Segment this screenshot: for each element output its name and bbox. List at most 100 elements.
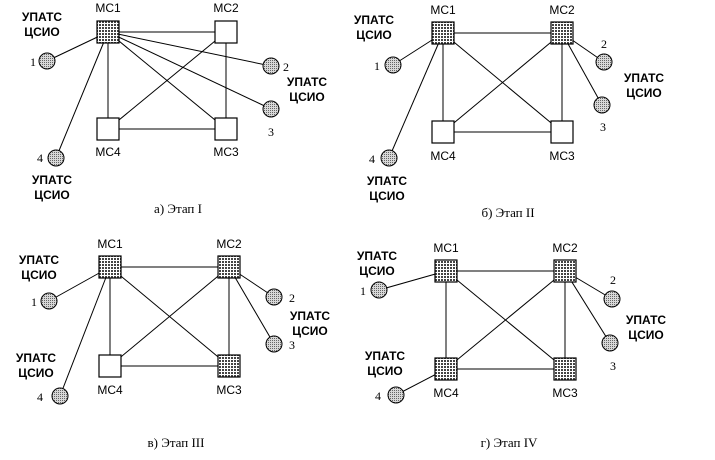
stage-caption: б) Этап II (481, 205, 534, 220)
ms4-node (431, 120, 455, 144)
ms4-label: МС4 (97, 383, 123, 397)
ms1-label: МС1 (433, 241, 459, 255)
ms1-label: МС1 (95, 1, 121, 15)
ms2-label: МС2 (549, 3, 575, 17)
ms2-label: МС2 (552, 241, 578, 255)
stage-caption: в) Этап III (148, 435, 205, 450)
terminal-1 (38, 52, 56, 70)
link-ms2-t3 (228, 266, 275, 345)
ms2-node (550, 21, 574, 45)
ms4-node (434, 357, 458, 381)
terminal-number-1: 1 (374, 59, 380, 73)
csio-label: ЦСИО (369, 189, 404, 203)
terminal-1 (40, 292, 58, 310)
csio-label: ЦСИО (359, 264, 394, 278)
link-ms1-t4 (59, 266, 111, 397)
terminal-1 (384, 56, 402, 74)
upats-label: УПАТС (32, 173, 72, 187)
link-ms2-t3 (564, 270, 611, 344)
terminal-number-3: 3 (610, 359, 616, 373)
csio-label: ЦСИО (18, 366, 53, 380)
link-ms1-t2 (107, 31, 272, 67)
csio-label: ЦСИО (34, 188, 69, 202)
link-ms1-t4 (55, 31, 109, 159)
ms1-label: МС1 (97, 237, 123, 251)
ms1-label: МС1 (430, 3, 456, 17)
terminal-number-2: 2 (601, 37, 607, 51)
upats-label: УПАТС (22, 10, 62, 24)
terminal-number-3: 3 (600, 120, 606, 134)
csio-label: ЦСИО (356, 28, 391, 42)
link-ms1-t3 (107, 31, 272, 110)
csio-label: ЦСИО (628, 328, 663, 342)
csio-label: ЦСИО (367, 364, 402, 378)
ms2-node (553, 259, 577, 283)
link-ms2-ms4 (445, 270, 566, 370)
link-ms2-ms4 (107, 31, 227, 130)
ms4-label: МС4 (430, 149, 456, 163)
ms3-label: МС3 (552, 386, 578, 400)
ms1-node (434, 259, 458, 283)
csio-label: ЦСИО (21, 268, 56, 282)
terminal-number-4: 4 (369, 152, 375, 166)
upats-label: УПАТС (367, 174, 407, 188)
ms2-label: МС2 (213, 1, 239, 15)
upats-label: УПАТС (287, 75, 327, 89)
link-ms1-t4 (388, 32, 444, 159)
terminal-2 (265, 288, 283, 306)
terminal-number-1: 1 (360, 284, 366, 298)
ms2-label: МС2 (216, 237, 242, 251)
terminal-4 (47, 149, 65, 167)
terminal-2 (262, 57, 280, 75)
terminal-1 (370, 281, 388, 299)
ms4-node (98, 354, 122, 378)
link-ms2-ms4 (109, 266, 230, 367)
terminal-3 (601, 334, 619, 352)
ms2-node (214, 20, 238, 44)
terminal-3 (262, 100, 280, 118)
ms2-node (217, 255, 241, 279)
ms3-node (550, 120, 574, 144)
upats-label: УПАТС (626, 313, 666, 327)
ms1-node (98, 255, 122, 279)
ms1-node (96, 20, 120, 44)
ms3-label: МС3 (213, 145, 239, 159)
terminal-3 (593, 96, 611, 114)
stage-caption: а) Этап I (154, 201, 202, 216)
ms3-label: МС3 (216, 383, 242, 397)
ms3-node (217, 354, 241, 378)
ms4-label: МС4 (433, 386, 459, 400)
ms1-node (431, 21, 455, 45)
csio-label: ЦСИО (626, 86, 661, 100)
upats-label: УПАТС (354, 13, 394, 27)
terminal-number-2: 2 (283, 60, 289, 74)
stage-caption: г) Этап IV (481, 435, 538, 450)
terminal-4 (387, 386, 405, 404)
terminal-number-4: 4 (37, 390, 43, 404)
ms4-node (96, 117, 120, 141)
terminal-number-1: 1 (30, 55, 36, 69)
terminal-number-3: 3 (289, 338, 295, 352)
csio-label: ЦСИО (24, 25, 59, 39)
terminal-number-2: 2 (289, 291, 295, 305)
terminal-4 (380, 149, 398, 167)
upats-label: УПАТС (16, 351, 56, 365)
upats-label: УПАТС (357, 249, 397, 263)
upats-label: УПАТС (290, 309, 330, 323)
link-ms2-ms4 (442, 32, 563, 133)
terminal-4 (51, 387, 69, 405)
terminal-number-3: 3 (268, 125, 274, 139)
ms3-node (553, 357, 577, 381)
terminal-2 (603, 290, 621, 308)
upats-label: УПАТС (365, 349, 405, 363)
ms4-label: МС4 (95, 145, 121, 159)
csio-label: ЦСИО (289, 90, 324, 104)
terminal-3 (265, 335, 283, 353)
terminal-2 (595, 53, 613, 71)
terminal-number-1: 1 (31, 295, 37, 309)
